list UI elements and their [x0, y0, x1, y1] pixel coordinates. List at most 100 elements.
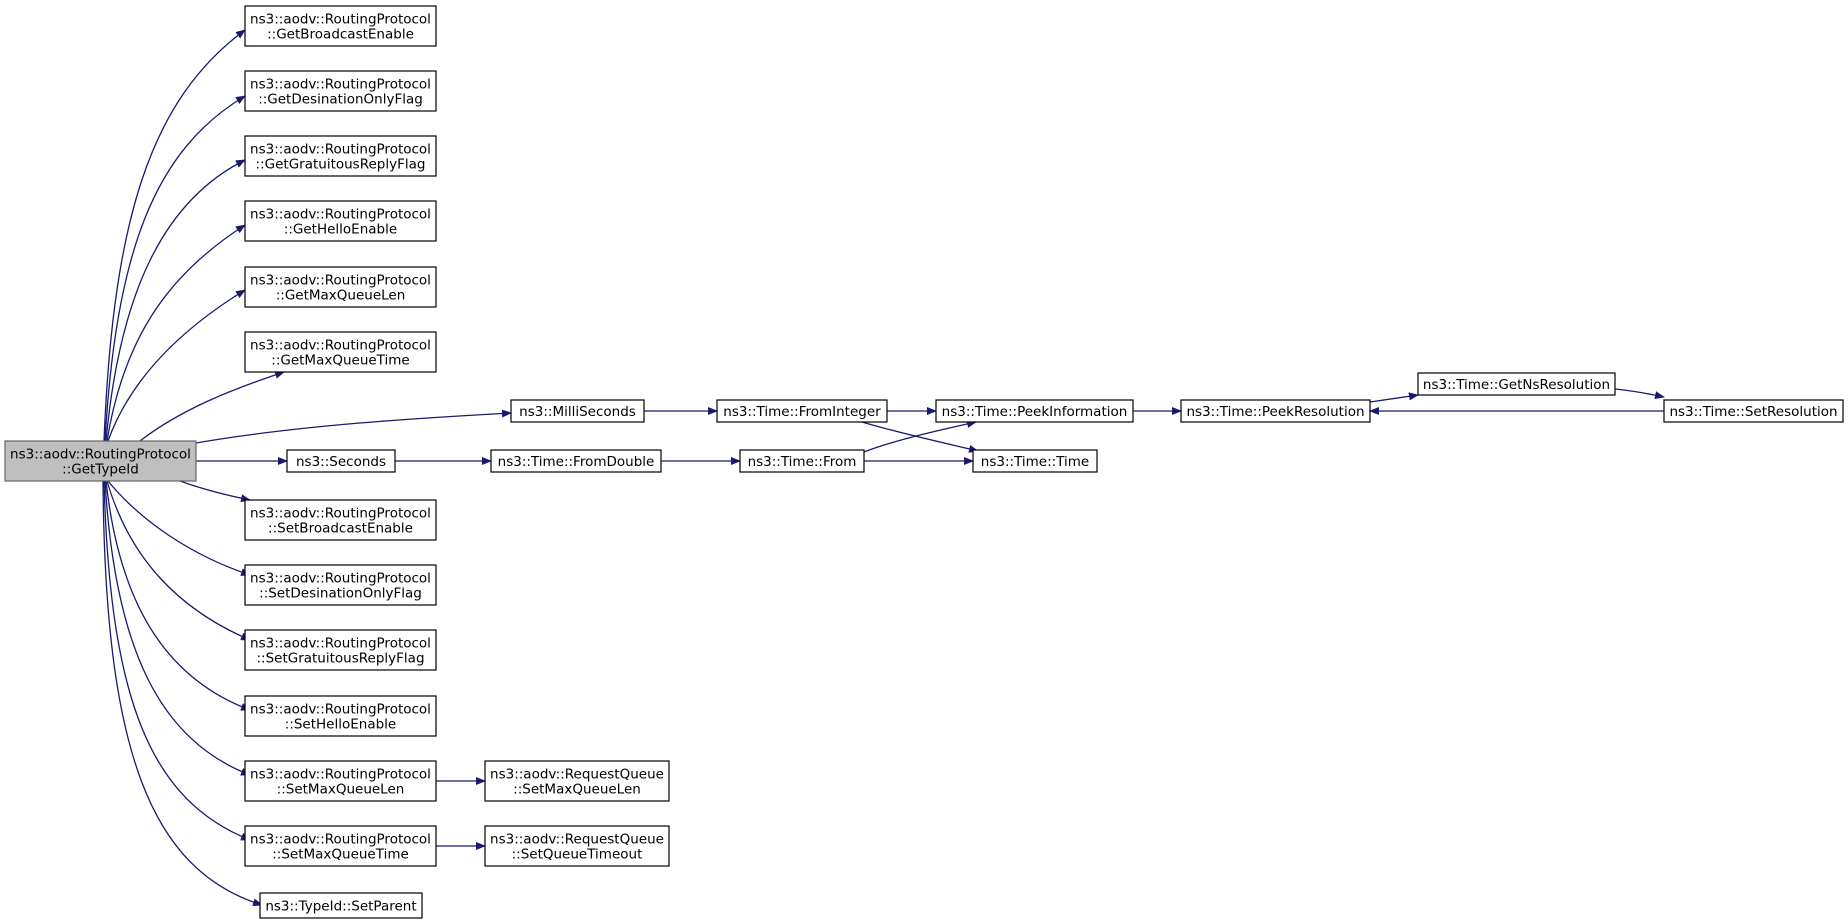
- node-label-line: ::SetGratuitousReplyFlag: [256, 651, 424, 667]
- node-box: [244, 70, 437, 112]
- edge-get-type-id-to-set-hello-enable: [105, 480, 251, 711]
- node-label-line: ns3::Time::PeekInformation: [942, 404, 1128, 420]
- node-peek-resolution[interactable]: ns3::Time::PeekResolution: [1180, 399, 1371, 423]
- node-set-max-queue-len[interactable]: ns3::aodv::RoutingProtocol::SetMaxQueueL…: [244, 760, 437, 802]
- node-box: [484, 760, 670, 802]
- node-label-line: ::GetGratuitousReplyFlag: [256, 157, 426, 173]
- node-label-line: ::SetMaxQueueLen: [277, 782, 405, 798]
- node-get-broadcast-enable[interactable]: ns3::aodv::RoutingProtocol::GetBroadcast…: [244, 5, 437, 47]
- node-set-resolution[interactable]: ns3::Time::SetResolution: [1663, 399, 1844, 423]
- node-box: [244, 135, 437, 177]
- node-label-line: ::GetBroadcastEnable: [267, 27, 414, 43]
- node-get-hello-enable[interactable]: ns3::aodv::RoutingProtocol::GetHelloEnab…: [244, 200, 437, 242]
- node-box: [244, 629, 437, 671]
- node-get-max-queue-time[interactable]: ns3::aodv::RoutingProtocol::GetMaxQueueT…: [244, 331, 437, 373]
- node-label-line: ns3::aodv::RequestQueue: [490, 767, 664, 783]
- node-box: [244, 331, 437, 373]
- node-label-line: ns3::aodv::RoutingProtocol: [250, 571, 431, 587]
- edge-peek-resolution-to-get-ns-resolution: [1369, 392, 1419, 403]
- edge-time-from-to-peek-information: [863, 420, 977, 453]
- node-box: [484, 825, 670, 867]
- node-box: [244, 760, 437, 802]
- edge-get-type-id-to-set-max-queue-len: [104, 480, 251, 776]
- node-seconds[interactable]: ns3::Seconds: [286, 449, 396, 473]
- edge-from-integer-to-time-time: [861, 421, 979, 453]
- edge-get-type-id-to-milli-seconds: [195, 409, 512, 444]
- node-rq-set-max-queue-len[interactable]: ns3::aodv::RequestQueue::SetMaxQueueLen: [484, 760, 670, 802]
- node-label-line: ::GetDesinationOnlyFlag: [258, 92, 423, 108]
- node-label-line: ns3::Time::FromInteger: [723, 404, 881, 420]
- node-label-line: ns3::aodv::RequestQueue: [490, 832, 664, 848]
- node-set-broadcast-enable[interactable]: ns3::aodv::RoutingProtocol::SetBroadcast…: [244, 499, 437, 541]
- node-set-desination-only-flag[interactable]: ns3::aodv::RoutingProtocol::SetDesinatio…: [244, 564, 437, 606]
- node-time-from[interactable]: ns3::Time::From: [739, 449, 865, 473]
- node-label-line: ns3::MilliSeconds: [519, 404, 636, 420]
- edge-get-type-id-to-set-desination-only-flag: [107, 480, 251, 576]
- node-label-line: ::GetMaxQueueTime: [271, 353, 409, 369]
- node-label-line: ns3::aodv::RoutingProtocol: [250, 636, 431, 652]
- node-from-double[interactable]: ns3::Time::FromDouble: [490, 449, 662, 473]
- edge-get-type-id-to-get-max-queue-time: [139, 371, 285, 442]
- node-label-line: ns3::aodv::RoutingProtocol: [250, 702, 431, 718]
- node-label-line: ns3::Time::Time: [981, 454, 1089, 470]
- edge-get-type-id-to-set-gratuitous-reply-flag: [106, 480, 251, 641]
- node-set-max-queue-time[interactable]: ns3::aodv::RoutingProtocol::SetMaxQueueT…: [244, 825, 437, 867]
- edge-get-type-id-to-get-gratuitous-reply-flag: [105, 159, 246, 442]
- node-get-max-queue-len[interactable]: ns3::aodv::RoutingProtocol::GetMaxQueueL…: [244, 266, 437, 308]
- node-box: [972, 449, 1098, 473]
- node-from-integer[interactable]: ns3::Time::FromInteger: [716, 399, 888, 423]
- node-box: [244, 564, 437, 606]
- edge-get-type-id-to-set-parent: [102, 480, 263, 907]
- edges-layer: [102, 29, 1665, 907]
- node-label-line: ns3::Seconds: [296, 454, 386, 470]
- node-label-line: ns3::Time::From: [748, 454, 857, 470]
- edge-get-type-id-to-get-desination-only-flag: [104, 95, 246, 442]
- node-box: [1663, 399, 1844, 423]
- node-box: [259, 892, 423, 919]
- node-set-gratuitous-reply-flag[interactable]: ns3::aodv::RoutingProtocol::SetGratuitou…: [244, 629, 437, 671]
- node-time-time[interactable]: ns3::Time::Time: [972, 449, 1098, 473]
- node-label-line: ::SetBroadcastEnable: [268, 521, 413, 537]
- node-peek-information[interactable]: ns3::Time::PeekInformation: [935, 399, 1134, 423]
- node-label-line: ns3::aodv::RoutingProtocol: [250, 832, 431, 848]
- node-label-line: ns3::aodv::RoutingProtocol: [250, 77, 431, 93]
- node-label-line: ::SetMaxQueueTime: [272, 847, 409, 863]
- node-get-desination-only-flag[interactable]: ns3::aodv::RoutingProtocol::GetDesinatio…: [244, 70, 437, 112]
- node-milli-seconds[interactable]: ns3::MilliSeconds: [510, 399, 645, 423]
- nodes-layer: ns3::aodv::RoutingProtocol::GetTypeIdns3…: [4, 5, 1844, 919]
- node-label-line: ns3::aodv::RoutingProtocol: [250, 273, 431, 289]
- node-label-line: ::SetMaxQueueLen: [513, 782, 641, 798]
- node-box: [510, 399, 645, 423]
- edge-get-type-id-to-get-hello-enable: [106, 224, 246, 442]
- node-label-line: ns3::Time::PeekResolution: [1186, 404, 1364, 420]
- node-label-line: ::SetQueueTimeout: [512, 847, 643, 863]
- node-box: [244, 695, 437, 737]
- edge-get-type-id-to-get-max-queue-len: [107, 289, 246, 442]
- node-box: [244, 266, 437, 308]
- node-label-line: ns3::Time::SetResolution: [1669, 404, 1837, 420]
- node-box: [4, 440, 197, 482]
- node-get-type-id[interactable]: ns3::aodv::RoutingProtocol::GetTypeId: [4, 440, 197, 482]
- node-get-gratuitous-reply-flag[interactable]: ns3::aodv::RoutingProtocol::GetGratuitou…: [244, 135, 437, 177]
- edge-get-type-id-to-set-max-queue-time: [103, 480, 251, 841]
- node-box: [244, 200, 437, 242]
- node-get-ns-resolution[interactable]: ns3::Time::GetNsResolution: [1417, 372, 1616, 396]
- node-label-line: ::GetTypeId: [62, 462, 139, 478]
- node-set-parent[interactable]: ns3::TypeId::SetParent: [259, 892, 423, 919]
- node-box: [1180, 399, 1371, 423]
- node-label-line: ::GetMaxQueueLen: [276, 288, 406, 304]
- node-label-line: ns3::aodv::RoutingProtocol: [250, 12, 431, 28]
- node-label-line: ns3::aodv::RoutingProtocol: [10, 447, 191, 463]
- node-box: [490, 449, 662, 473]
- node-box: [739, 449, 865, 473]
- edge-get-type-id-to-get-broadcast-enable: [103, 29, 246, 442]
- node-rq-set-queue-timeout[interactable]: ns3::aodv::RequestQueue::SetQueueTimeout: [484, 825, 670, 867]
- node-box: [935, 399, 1134, 423]
- node-box: [286, 449, 396, 473]
- node-set-hello-enable[interactable]: ns3::aodv::RoutingProtocol::SetHelloEnab…: [244, 695, 437, 737]
- node-label-line: ns3::aodv::RoutingProtocol: [250, 142, 431, 158]
- node-label-line: ns3::Time::GetNsResolution: [1423, 377, 1610, 393]
- node-label-line: ns3::aodv::RoutingProtocol: [250, 506, 431, 522]
- node-label-line: ::SetDesinationOnlyFlag: [259, 586, 422, 602]
